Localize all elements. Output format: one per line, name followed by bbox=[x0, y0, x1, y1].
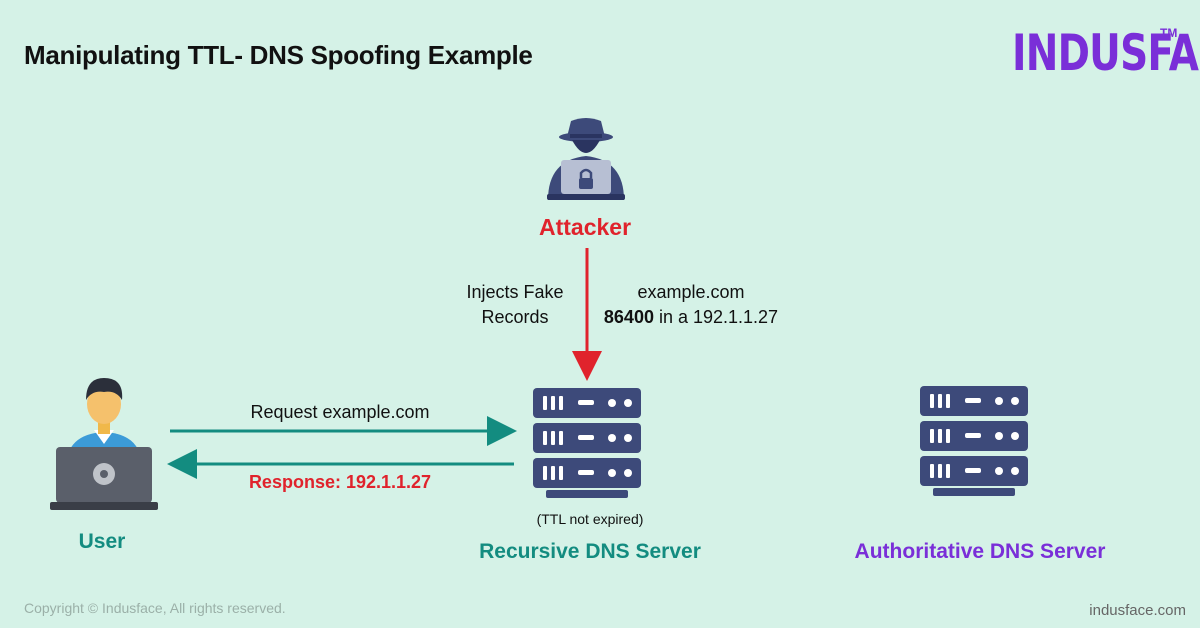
site-url: indusface.com bbox=[1089, 602, 1186, 619]
authoritative-server-label: Authoritative DNS Server bbox=[854, 540, 1106, 563]
authoritative-server-icon bbox=[920, 386, 1028, 496]
record-ttl: 86400 bbox=[603, 307, 654, 327]
attacker-label: Attacker bbox=[538, 214, 632, 240]
hacker-icon bbox=[547, 118, 625, 200]
recursive-server-icon bbox=[533, 388, 641, 498]
trademark-mark: TM bbox=[1160, 26, 1178, 40]
fake-record-label: example.com 86400 in a 192.1.1.27 bbox=[596, 280, 786, 330]
indusface-logo: INDUSFACE bbox=[1012, 24, 1200, 82]
ttl-note: (TTL not expired) bbox=[536, 511, 644, 527]
page-title: Manipulating TTL- DNS Spoofing Example bbox=[24, 40, 533, 70]
user-label: User bbox=[78, 530, 126, 553]
inject-line-1: Injects Fake bbox=[466, 282, 564, 302]
response-label: Response: 192.1.1.27 bbox=[248, 472, 432, 492]
injects-fake-records-label: Injects Fake Records bbox=[440, 280, 590, 330]
record-domain: example.com bbox=[637, 282, 745, 302]
request-label: Request example.com bbox=[250, 402, 430, 422]
user-icon bbox=[50, 378, 158, 510]
copyright-text: Copyright © Indusface, All rights reserv… bbox=[24, 600, 286, 616]
recursive-server-label: Recursive DNS Server bbox=[479, 540, 701, 563]
record-ip: in a 192.1.1.27 bbox=[653, 307, 779, 327]
record-detail: 86400 in a 192.1.1.27 bbox=[596, 305, 786, 330]
inject-line-2: Records bbox=[481, 307, 549, 327]
